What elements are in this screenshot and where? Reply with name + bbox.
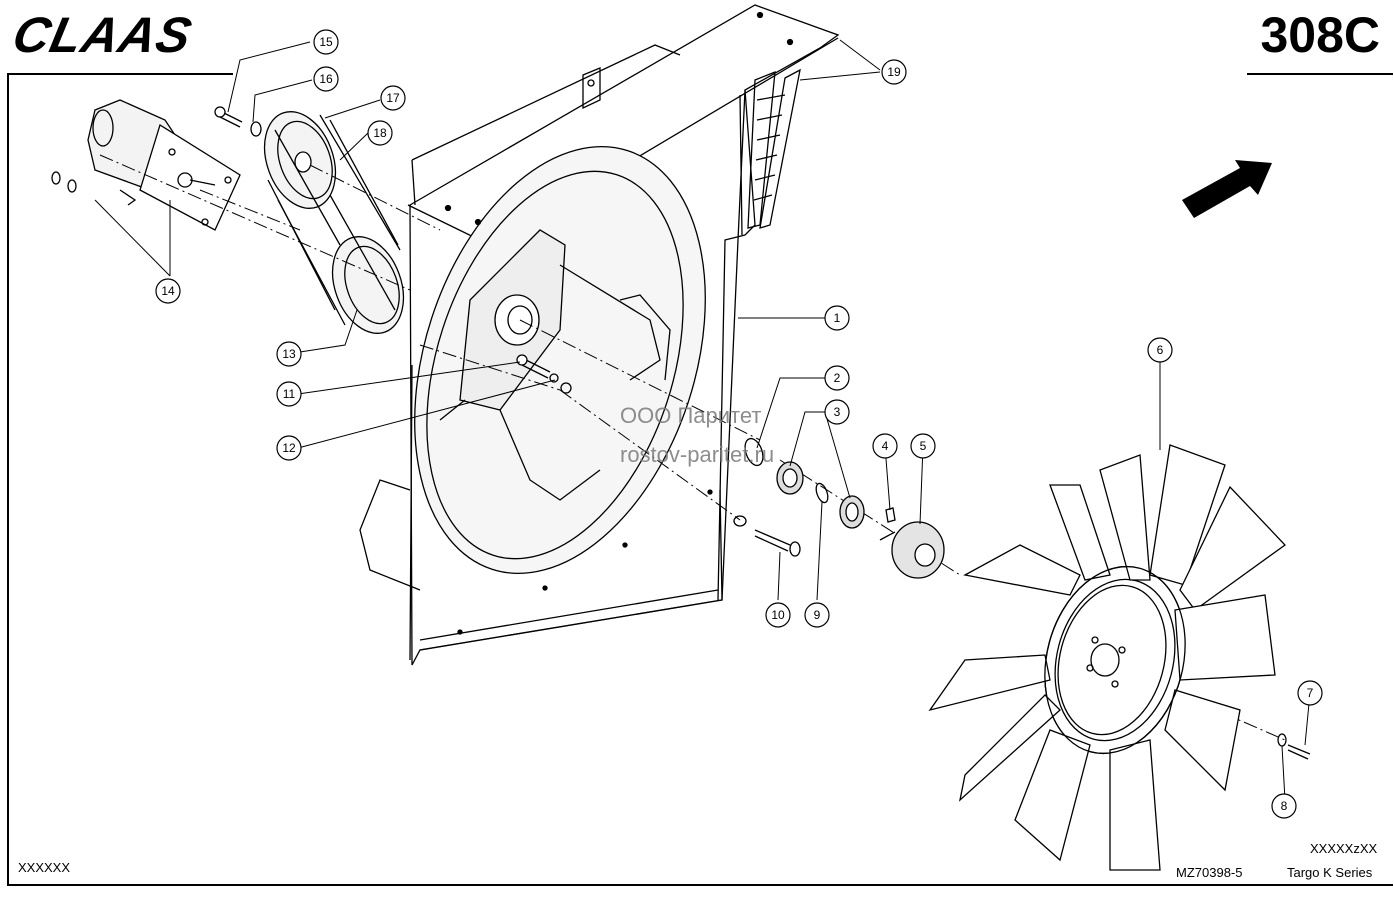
pulleys-and-belt [263, 111, 405, 334]
callout-label: 14 [161, 284, 175, 298]
callout-markers [155, 29, 1323, 819]
watermark-company: ООО Паритет [620, 403, 762, 428]
callout-12 [276, 435, 302, 461]
footer-left-code: XXXXXX [18, 860, 71, 875]
cooling-fan [928, 444, 1286, 871]
callout-15 [313, 29, 339, 55]
direction-arrow-icon [1182, 160, 1272, 218]
callout-10 [765, 602, 791, 628]
footer-drawing-number: MZ70398-5 [1176, 865, 1243, 880]
callout-label: 9 [814, 608, 821, 622]
callout-label: 16 [319, 72, 333, 86]
header-rule-left [7, 73, 233, 75]
callout-label: 12 [282, 441, 296, 455]
hardware-parts [51, 106, 1311, 760]
callout-11 [276, 381, 302, 407]
callout-16 [313, 66, 339, 92]
callout-18 [367, 120, 393, 146]
header-rule-right [1247, 73, 1393, 75]
callout-19 [881, 59, 907, 85]
callout-label: 18 [373, 126, 387, 140]
fan-shroud [359, 4, 840, 666]
callout-label: 7 [1307, 686, 1314, 700]
callout-label: 3 [834, 405, 841, 419]
callout-label: 11 [283, 387, 296, 401]
callout-1 [824, 305, 850, 331]
callout-14 [155, 278, 181, 304]
callout-label: 8 [1281, 799, 1288, 813]
callout-label: 1 [834, 311, 841, 325]
watermark-url: rostov-paritet.ru [620, 442, 775, 467]
callout-6 [1147, 337, 1173, 363]
callout-7 [1297, 680, 1323, 706]
callout-label: 19 [887, 65, 901, 79]
callout-label: 2 [834, 371, 841, 385]
callout-label: 15 [319, 35, 333, 49]
callout-2 [824, 365, 850, 391]
callout-8 [1271, 793, 1297, 819]
hydraulic-motor [87, 99, 241, 231]
callout-17 [380, 85, 406, 111]
callout-label: 17 [386, 91, 400, 105]
callout-labels: 1 2 3 4 5 6 7 8 9 10 11 12 13 14 15 16 1… [161, 35, 1313, 813]
callout-label: 6 [1157, 343, 1164, 357]
plate-number: 308C [1260, 7, 1380, 63]
strip [747, 68, 801, 229]
callout-label: 4 [882, 439, 889, 453]
callout-3 [824, 399, 850, 425]
drawing-frame [7, 74, 1393, 886]
footer-series: Targo K Series [1287, 865, 1373, 880]
callout-label: 5 [920, 439, 927, 453]
callout-label: 10 [771, 608, 785, 622]
callout-9 [804, 602, 830, 628]
callout-5 [910, 433, 936, 459]
callout-4 [872, 433, 898, 459]
callout-label: 13 [282, 347, 296, 361]
callout-13 [276, 341, 302, 367]
hub-bracket [439, 229, 671, 501]
footer-variant-code: XXXXXzXX [1310, 841, 1378, 856]
